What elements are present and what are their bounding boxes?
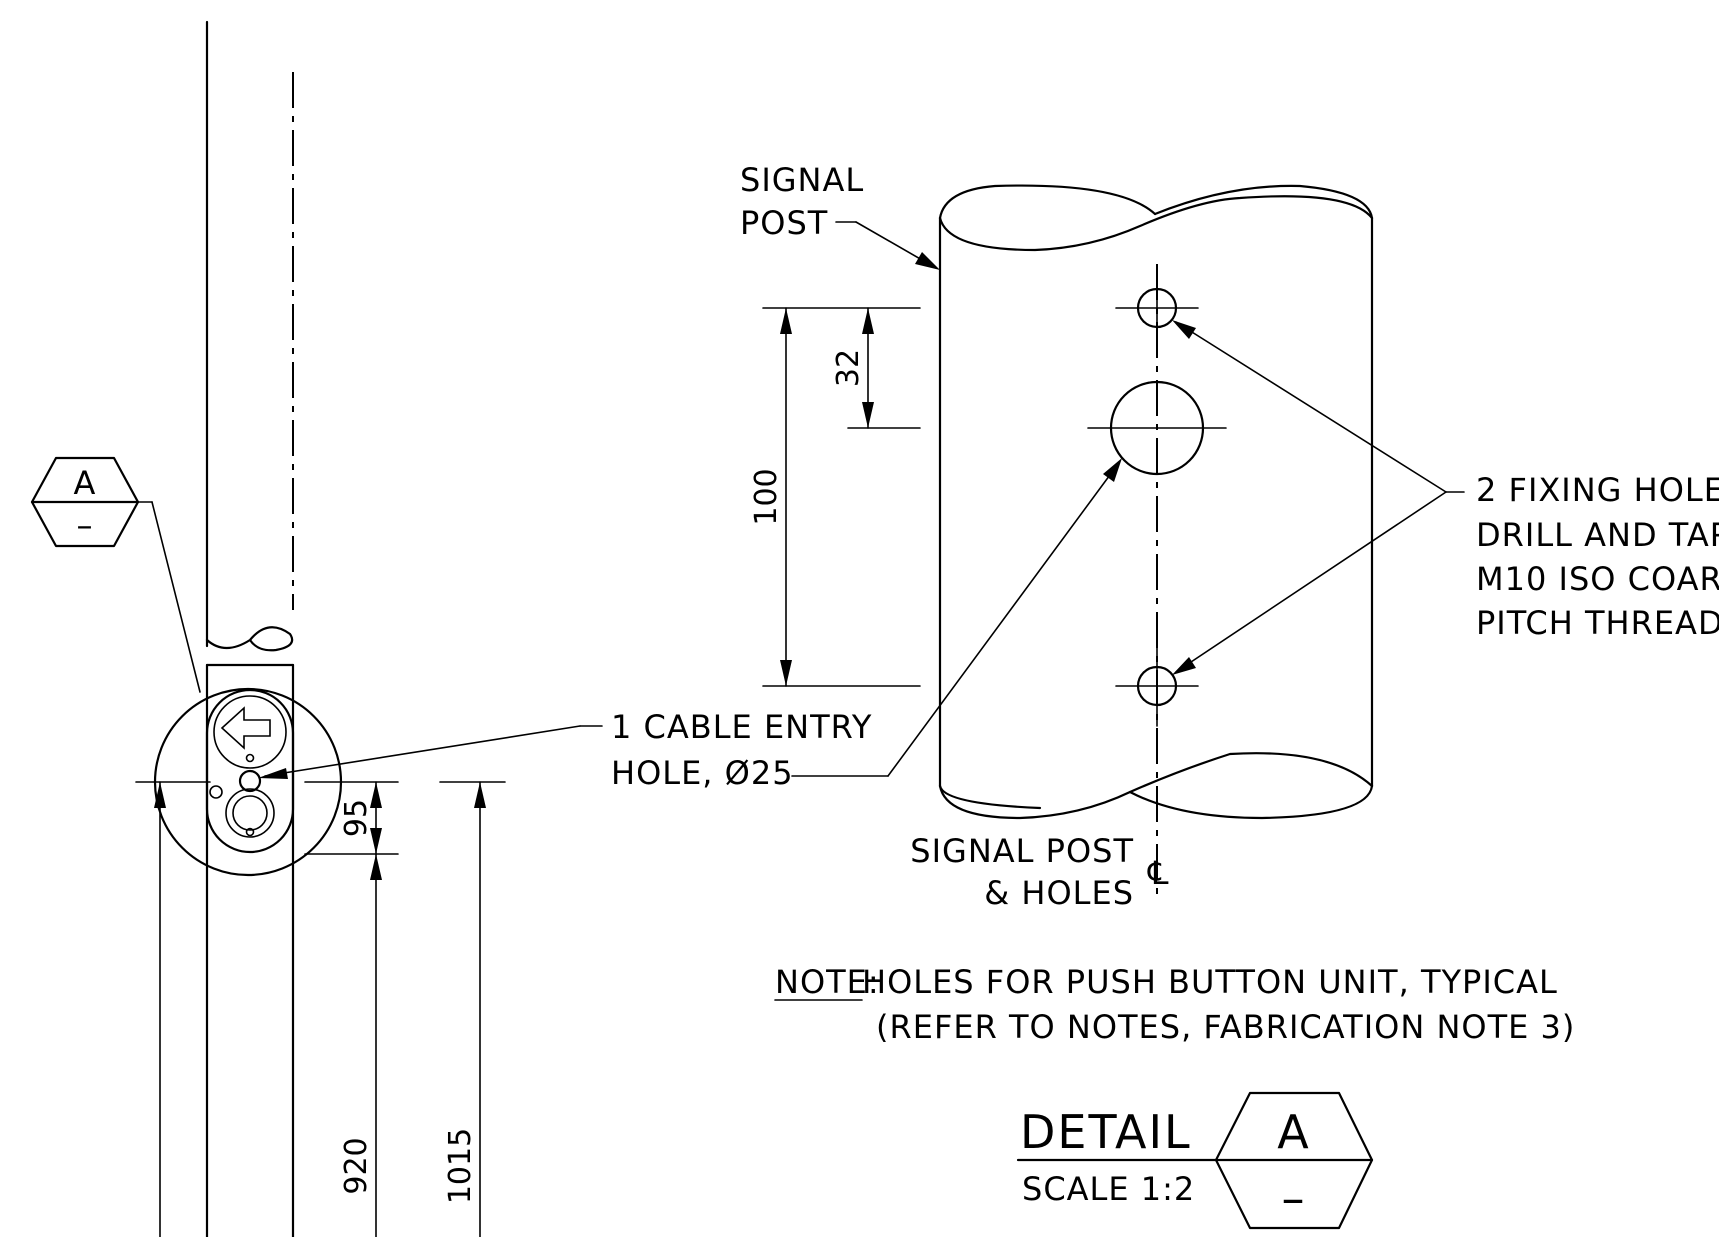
label-cable-entry-2: HOLE, Ø25 [611, 754, 794, 792]
dim-95: 95 [339, 799, 374, 837]
detail-title-block [1016, 1091, 1374, 1230]
label-fixing-3: M10 ISO COARSE [1476, 560, 1719, 598]
label-fixing-2: DRILL AND TAP [1476, 516, 1719, 554]
dim-32: 32 [831, 349, 866, 387]
note-prefix: NOTE: [775, 963, 880, 1001]
label-centerline-2: & HOLES [984, 874, 1134, 912]
dim-100: 100 [749, 468, 784, 525]
dim-920: 920 [339, 1137, 374, 1194]
callout-letter: A [74, 464, 97, 502]
signal-post-detail [938, 184, 1374, 900]
label-cable-entry-1: 1 CABLE ENTRY [611, 708, 872, 746]
centerline-symbol: ℄ [1147, 854, 1170, 892]
detail-scale: SCALE 1:2 [1022, 1170, 1195, 1208]
label-fixing-1: 2 FIXING HOLES [1476, 471, 1719, 509]
detail-leaders [791, 221, 1465, 777]
elevation-dimensions: 95 920 1015 [135, 781, 506, 1237]
dim-1015: 1015 [443, 1128, 478, 1204]
note-line-1: HOLES FOR PUSH BUTTON UNIT, TYPICAL [862, 963, 1558, 1001]
label-centerline-1: SIGNAL POST [910, 832, 1134, 870]
detail-title: DETAIL [1020, 1105, 1192, 1159]
label-fixing-4: PITCH THREAD [1476, 604, 1719, 642]
callout-sheet: – [77, 506, 94, 544]
note-line-2: (REFER TO NOTES, FABRICATION NOTE 3) [876, 1008, 1575, 1046]
detail-sheet: – [1282, 1171, 1307, 1225]
label-signal-post-1: SIGNAL [740, 161, 864, 199]
pole-elevation [205, 20, 295, 1237]
detail-dimensions: 32 100 [749, 307, 921, 687]
detail-callout-hexagon: A – [30, 456, 201, 693]
label-signal-post-2: POST [740, 204, 828, 242]
detail-letter: A [1277, 1105, 1310, 1159]
